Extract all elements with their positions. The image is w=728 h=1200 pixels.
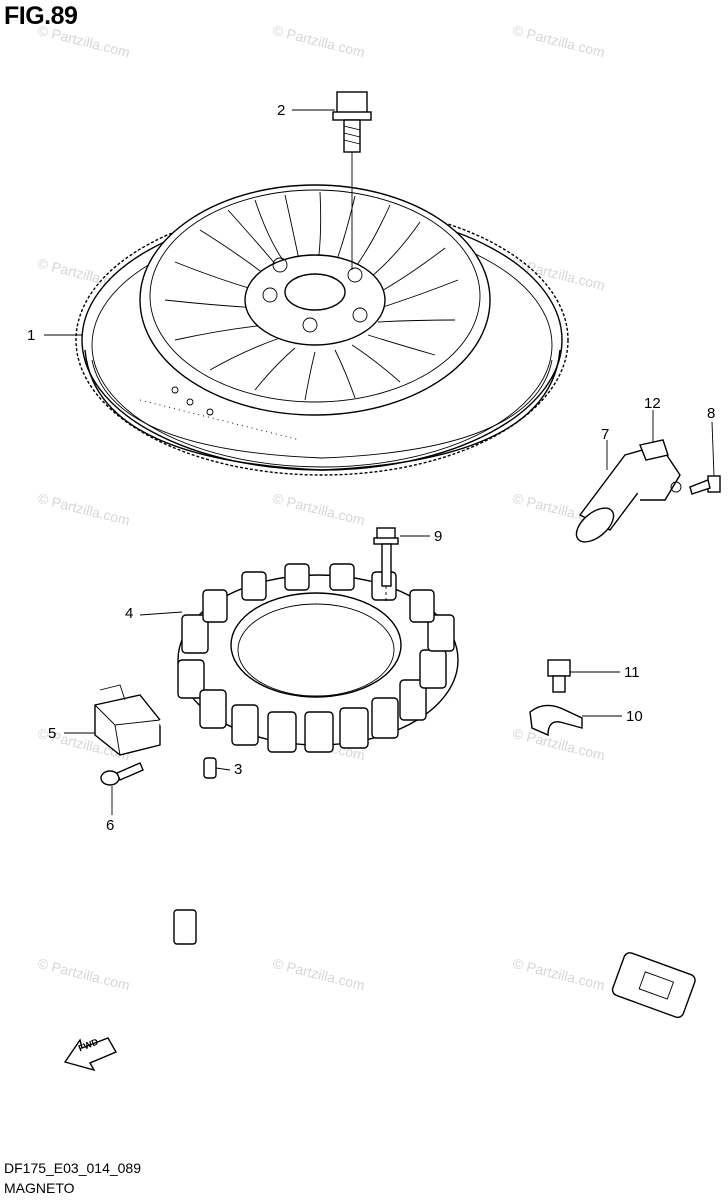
callout-12: 12	[644, 395, 661, 412]
callout-8: 8	[707, 405, 716, 422]
callout-5: 5	[48, 725, 57, 742]
footer-name: MAGNETO	[4, 1180, 75, 1196]
callout-1: 1	[27, 327, 36, 344]
callout-11: 11	[624, 664, 640, 681]
bolt-part-8	[689, 475, 721, 495]
callout-6: 6	[106, 817, 115, 834]
flywheel-bolt-part-2	[332, 91, 372, 270]
screw-part-6	[100, 762, 144, 786]
callout-4: 4	[125, 605, 134, 622]
flywheel-part-1	[75, 184, 569, 476]
bracket-part-12	[639, 439, 669, 461]
callout-7: 7	[601, 426, 610, 443]
callout-2: 2	[277, 102, 286, 119]
footer-code: DF175_E03_014_089	[4, 1160, 142, 1176]
callout-3: 3	[234, 761, 243, 778]
callout-9: 9	[434, 528, 443, 545]
fwd-arrow-icon	[63, 1037, 117, 1072]
pulser-coil-part-5	[94, 684, 197, 945]
bolt-part-11	[547, 659, 571, 693]
pin-part-3	[203, 757, 217, 779]
leader-lines	[44, 109, 715, 815]
stator-bolt-part-9	[373, 527, 399, 602]
sensor-part-7	[575, 444, 682, 543]
clamp-part-10	[529, 704, 583, 737]
callout-10: 10	[626, 708, 643, 725]
stator-part-4	[177, 563, 696, 1019]
figure-title: FIG.89	[4, 2, 78, 30]
